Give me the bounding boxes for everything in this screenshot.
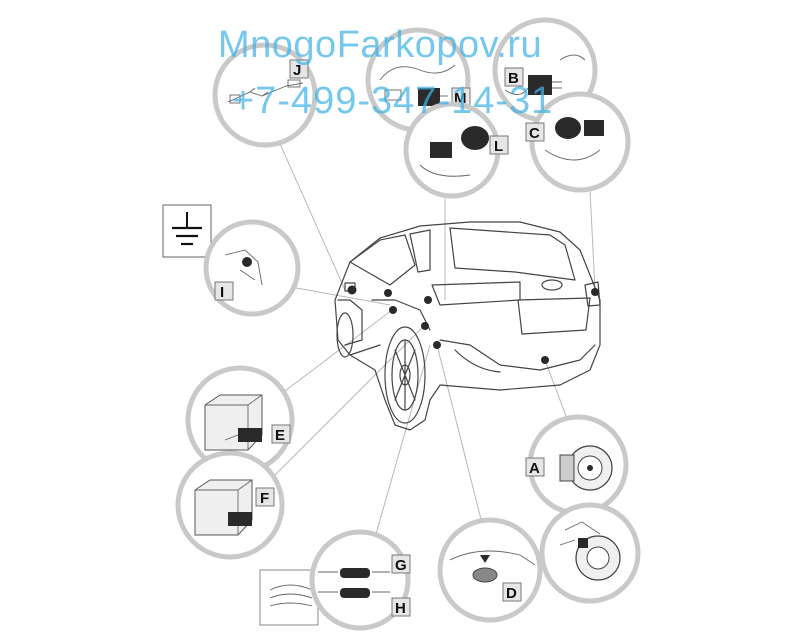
callout-L: L — [403, 101, 509, 199]
connection-points — [347, 285, 599, 364]
label-D: D — [506, 585, 517, 602]
ground-symbol-icon — [162, 204, 212, 258]
label-E: E — [275, 427, 285, 444]
callout-A: A — [525, 414, 629, 516]
callout-D: D — [437, 517, 543, 623]
callout-J: J — [212, 42, 318, 148]
callout-I: I — [203, 219, 301, 317]
label-B: B — [508, 70, 519, 87]
socket-rear-view — [539, 502, 641, 604]
label-J: J — [293, 62, 301, 79]
label-F: F — [260, 490, 269, 507]
label-I: I — [220, 284, 224, 301]
callout-C: C — [525, 91, 631, 193]
label-H: H — [395, 600, 406, 617]
callout-F: F — [175, 450, 285, 560]
label-C: C — [529, 125, 540, 142]
label-G: G — [395, 557, 407, 574]
car-illustration — [334, 221, 601, 431]
label-A: A — [529, 460, 540, 477]
callout-GH: G H — [259, 529, 411, 631]
callout-E: E — [185, 365, 295, 475]
label-L: L — [494, 138, 503, 155]
